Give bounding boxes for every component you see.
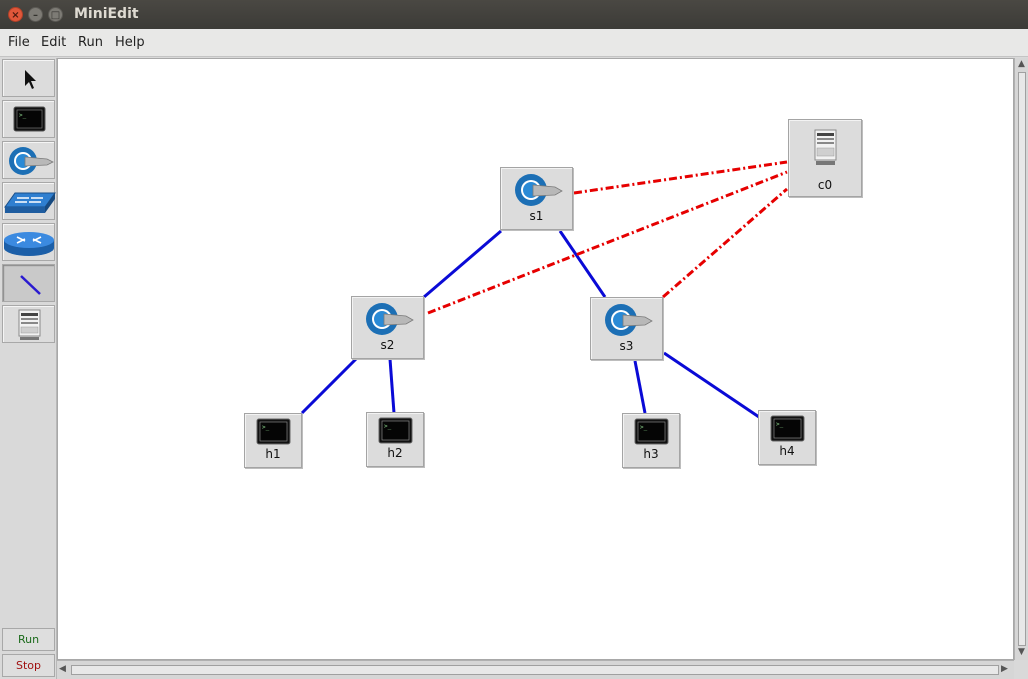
controller-icon bbox=[814, 129, 837, 165]
svg-text:>_: >_ bbox=[640, 424, 648, 431]
link-s1-s2[interactable] bbox=[423, 229, 502, 299]
scroll-down-icon[interactable]: ▼ bbox=[1018, 647, 1025, 657]
stop-button[interactable]: Stop bbox=[2, 654, 55, 677]
host-node-h2[interactable]: >_ h2 bbox=[366, 412, 424, 467]
select-arrow-icon bbox=[25, 70, 36, 89]
switch-icon bbox=[515, 174, 563, 206]
switch-icon bbox=[605, 304, 653, 336]
link-s1-s3[interactable] bbox=[558, 230, 607, 298]
horizontal-scrollbar[interactable]: ◀ ▶ bbox=[57, 660, 1014, 679]
switch-tool-button[interactable] bbox=[2, 141, 55, 179]
host-tool-button[interactable]: >_ bbox=[2, 100, 55, 138]
link-s3-h3[interactable] bbox=[633, 360, 647, 414]
control-link-c0-s1[interactable] bbox=[573, 160, 788, 195]
switch-node-s3[interactable]: s3 bbox=[590, 297, 663, 360]
menu-help[interactable]: Help bbox=[115, 35, 145, 50]
stop-button-label: Stop bbox=[15, 659, 41, 672]
router-icon bbox=[4, 232, 54, 256]
svg-text:>_: >_ bbox=[19, 112, 27, 119]
node-label: c0 bbox=[817, 178, 833, 192]
legacy-switch-icon bbox=[4, 192, 56, 213]
node-label: s2 bbox=[380, 338, 395, 352]
scroll-up-icon[interactable]: ▲ bbox=[1018, 59, 1025, 69]
horizontal-scroll-thumb[interactable] bbox=[71, 665, 999, 675]
router-tool-button[interactable] bbox=[2, 223, 55, 261]
topology-canvas[interactable]: c0 s1 s2 s3 bbox=[57, 58, 1014, 660]
control-link-c0-s3[interactable] bbox=[662, 187, 788, 299]
control-link-c0-s2[interactable] bbox=[427, 170, 788, 315]
run-button[interactable]: Run bbox=[2, 628, 55, 651]
node-label: h3 bbox=[643, 447, 659, 461]
controller-tool-button[interactable] bbox=[2, 305, 55, 343]
node-label: h4 bbox=[779, 444, 795, 458]
menu-file[interactable]: File bbox=[8, 35, 30, 50]
node-label: h2 bbox=[387, 446, 403, 460]
controller-icon bbox=[18, 309, 41, 340]
menu-edit[interactable]: Edit bbox=[41, 35, 67, 50]
minimize-window-button[interactable]: – bbox=[28, 7, 43, 22]
host-icon: >_ bbox=[13, 106, 46, 132]
switch-icon bbox=[366, 303, 414, 335]
link-s3-h4[interactable] bbox=[663, 351, 760, 419]
host-node-h3[interactable]: >_ h3 bbox=[622, 413, 680, 468]
switch-icon bbox=[9, 147, 54, 175]
node-label: s3 bbox=[619, 339, 634, 353]
switch-node-s1[interactable]: s1 bbox=[500, 167, 573, 230]
menu-bar: File Edit Run Help bbox=[0, 29, 1028, 57]
menu-run[interactable]: Run bbox=[78, 35, 103, 50]
host-node-h4[interactable]: >_ h4 bbox=[758, 410, 816, 465]
svg-text:>_: >_ bbox=[776, 421, 784, 428]
host-icon: >_ bbox=[378, 417, 413, 444]
maximize-window-button[interactable]: □ bbox=[48, 7, 63, 22]
link-tool-icon bbox=[20, 275, 41, 295]
tool-palette: >_ bbox=[0, 58, 57, 679]
node-label: s1 bbox=[529, 209, 544, 223]
link-s2-h1[interactable] bbox=[300, 357, 358, 415]
host-icon: >_ bbox=[770, 415, 805, 442]
host-icon: >_ bbox=[634, 418, 669, 445]
run-button-label: Run bbox=[17, 633, 40, 646]
controller-node-c0[interactable]: c0 bbox=[788, 119, 862, 197]
svg-text:>_: >_ bbox=[384, 423, 392, 430]
host-node-h1[interactable]: >_ h1 bbox=[244, 413, 302, 468]
svg-text:>_: >_ bbox=[262, 424, 270, 431]
host-icon: >_ bbox=[256, 418, 291, 445]
window-title: MiniEdit bbox=[74, 6, 139, 22]
select-tool-button[interactable] bbox=[2, 59, 55, 97]
legacy-switch-tool-button[interactable] bbox=[2, 182, 56, 220]
links-layer bbox=[300, 160, 788, 419]
link-s2-h2[interactable] bbox=[388, 358, 396, 414]
title-bar: × – □ MiniEdit bbox=[0, 0, 1028, 29]
link-tool-button[interactable] bbox=[2, 264, 55, 302]
scroll-left-icon[interactable]: ◀ bbox=[59, 664, 66, 674]
close-window-button[interactable]: × bbox=[8, 7, 23, 22]
vertical-scroll-thumb[interactable] bbox=[1018, 72, 1026, 646]
node-label: h1 bbox=[265, 447, 281, 461]
vertical-scrollbar[interactable]: ▲ ▼ bbox=[1014, 58, 1028, 660]
scroll-right-icon[interactable]: ▶ bbox=[1001, 664, 1008, 674]
switch-node-s2[interactable]: s2 bbox=[351, 296, 424, 359]
